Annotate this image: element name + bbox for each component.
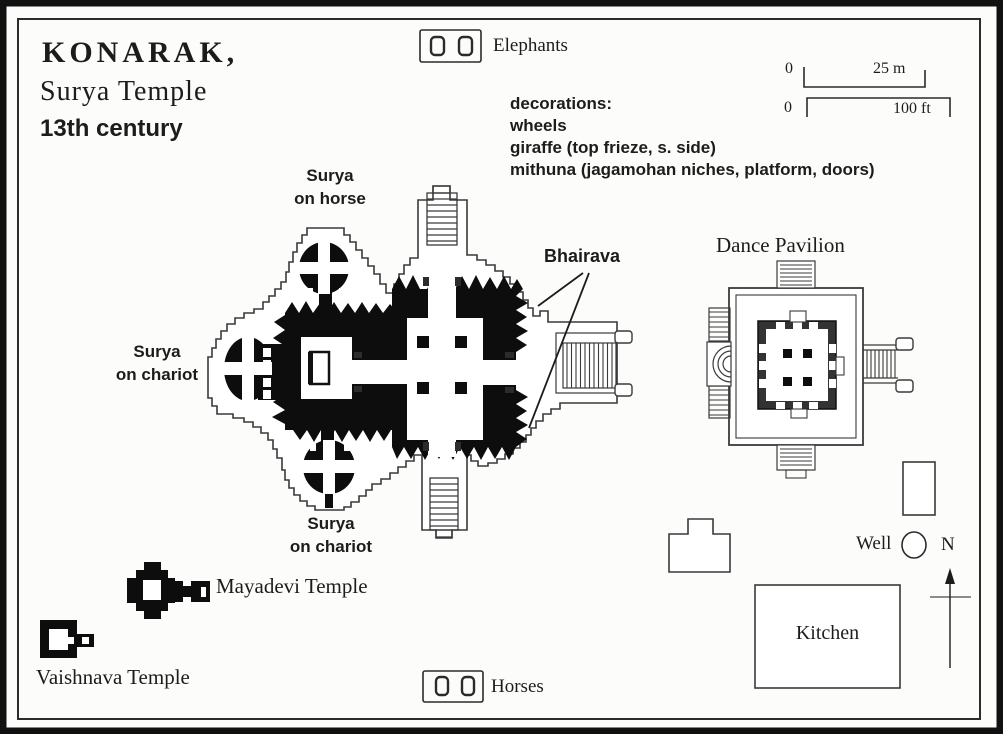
title-line1: KONARAK,	[42, 36, 239, 69]
title-line3: 13th century	[40, 115, 183, 142]
small-building-outline	[902, 461, 936, 516]
door-jambs	[354, 277, 514, 451]
label-dance-pavilion: Dance Pavilion	[716, 233, 845, 257]
shrine-surya-on-horse	[298, 242, 350, 316]
south-staircase	[429, 477, 459, 538]
label-surya-on-chariot-south: Surya on chariot	[289, 514, 373, 556]
jagamohan-pillars	[417, 336, 467, 394]
label-mayadevi-temple: Mayadevi Temple	[216, 574, 368, 598]
shrine-surya-on-chariot-west	[224, 337, 288, 401]
scale-ft-zero: 0	[784, 99, 792, 116]
elephants-label: Elephants	[493, 35, 568, 56]
title-line2: Surya Temple	[40, 76, 208, 107]
mayadevi-temple-shape	[127, 562, 210, 619]
decorations-item-giraffe: giraffe (top frieze, s. side)	[510, 138, 716, 157]
label-surya-on-horse: Surya on horse	[294, 166, 366, 208]
bhairava-pointer-lines	[528, 272, 590, 429]
label-vaishnava-temple: Vaishnava Temple	[36, 665, 190, 689]
storehouse-outline	[668, 518, 731, 573]
scale-m-label: 25 m	[873, 60, 906, 77]
vaishnava-temple-shape	[40, 620, 94, 658]
scale-m-zero: 0	[785, 60, 793, 77]
label-bhairava: Bhairava	[544, 246, 621, 266]
north-staircase	[426, 185, 458, 246]
scale-bar-meters	[803, 67, 926, 88]
dance-pavilion-plan	[706, 260, 914, 479]
label-kitchen: Kitchen	[795, 622, 860, 644]
scale-bar-feet	[806, 97, 951, 117]
decorations-heading: decorations:	[510, 94, 613, 113]
decorations-item-wheels: wheels	[510, 116, 567, 135]
shrine-surya-on-chariot-south	[303, 430, 355, 508]
east-staircase	[555, 330, 633, 397]
main-temple-plan	[207, 185, 633, 539]
well-circle	[901, 531, 927, 559]
label-north: N	[941, 534, 955, 555]
scale-ft-label: 100 ft	[893, 100, 931, 117]
horses-label: Horses	[491, 676, 544, 697]
decorations-item-mithuna: mithuna (jagamohan niches, platform, doo…	[510, 160, 875, 179]
horses-icon	[422, 670, 484, 703]
north-arrow	[930, 568, 971, 668]
label-well: Well	[856, 533, 892, 554]
elephants-icon	[419, 29, 482, 63]
altar	[308, 350, 331, 386]
scale-bars	[803, 67, 951, 117]
dance-pavilion-hall	[757, 320, 837, 410]
label-surya-on-chariot-west: Surya on chariot	[115, 342, 199, 384]
kitchen-outline	[754, 584, 901, 689]
